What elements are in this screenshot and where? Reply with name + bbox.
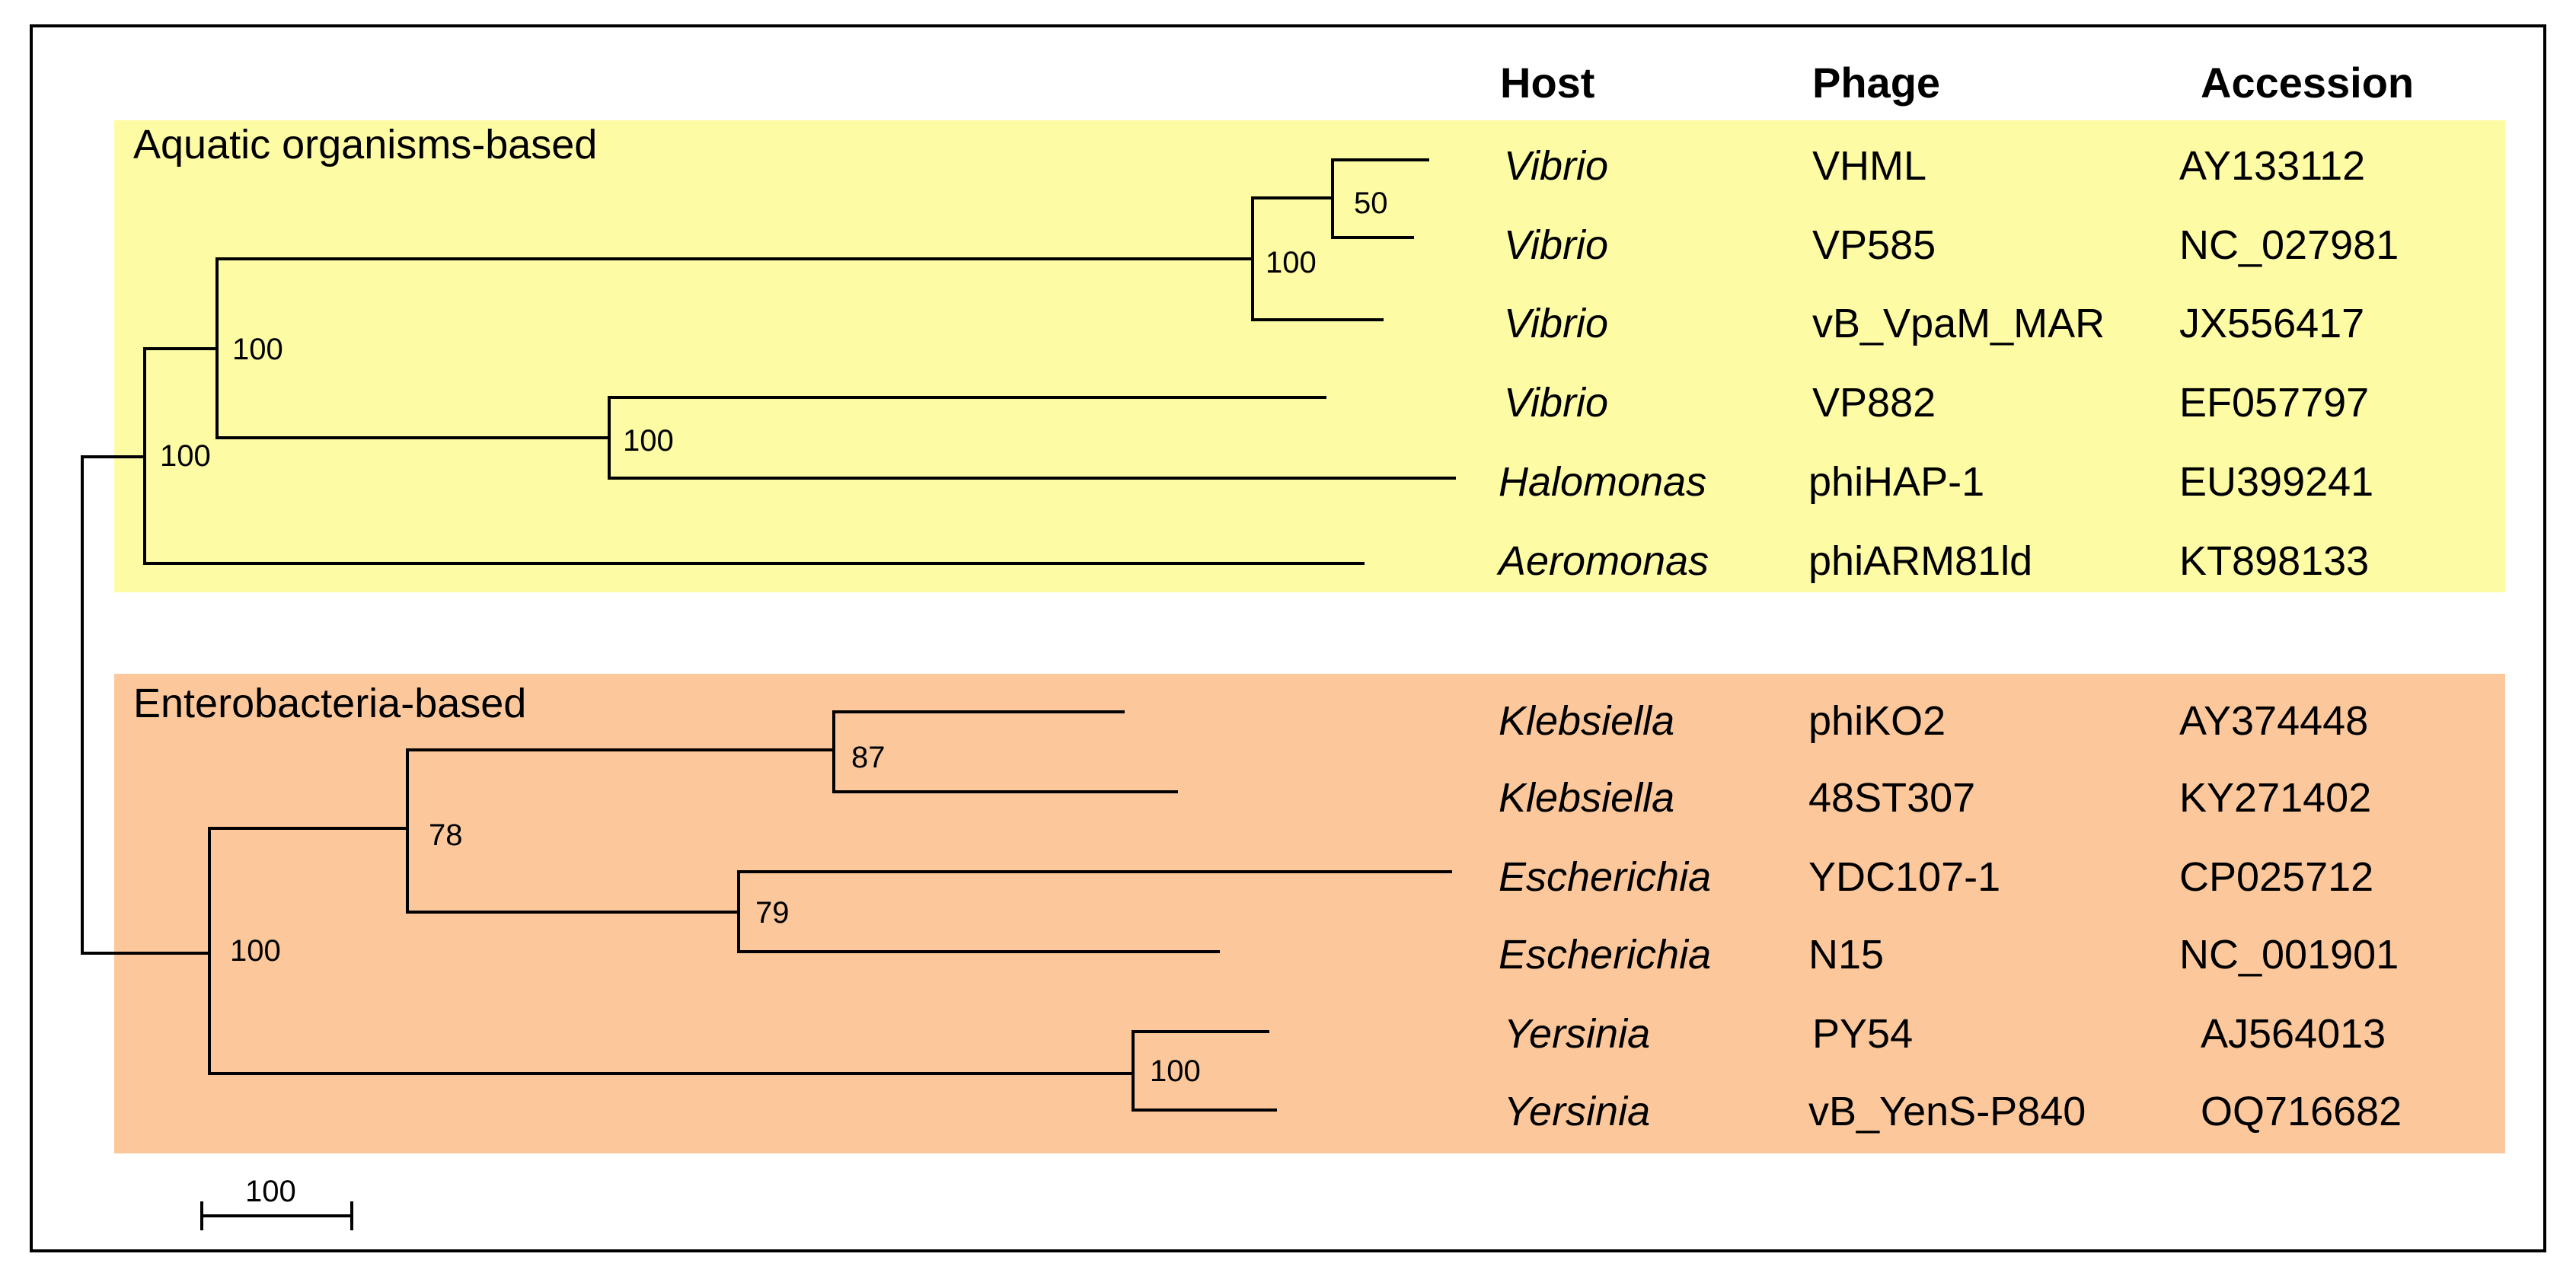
bootstrap-value: 100 [160,439,211,473]
accession-number: NC_027981 [2179,222,2399,268]
root-branch [81,455,211,955]
phage-name: phiHAP-1 [1808,459,1984,505]
host-name: Yersinia [1504,1011,1650,1057]
phage-name: PY54 [1812,1011,1913,1057]
vibrio-three-node [1251,196,1384,321]
table-row: Escherichia YDC107-1 CP025712 [1499,854,2373,900]
accession-number: AJ564013 [2201,1011,2386,1057]
phage-name: VP585 [1812,222,1936,268]
table-row: Yersinia vB_YenS-P840 OQ716682 [1504,1089,2402,1134]
bootstrap-value: 100 [1266,246,1317,279]
host-name: Klebsiella [1499,698,1674,744]
phage-name: vB_YenS-P840 [1808,1089,2086,1134]
bootstrap-value: 78 [429,818,463,852]
bootstrap-value: 79 [755,896,790,930]
table-row: Vibrio vB_VpaM_MAR JX556417 [1504,301,2364,346]
host-name: Aeromonas [1496,538,1709,584]
table-row: Escherichia N15 NC_001901 [1499,932,2399,978]
accession-number: NC_001901 [2179,932,2399,978]
phage-name: phiKO2 [1808,698,1946,744]
phage-name: N15 [1808,932,1884,978]
tree-branches [81,158,1456,1112]
scale-bar: 100 [200,1175,353,1230]
bootstrap-value: 87 [851,741,886,774]
phage-name: 48ST307 [1808,775,1975,821]
table-row: Klebsiella 48ST307 KY271402 [1499,775,2371,821]
bootstrap-value: 50 [1354,187,1388,220]
accession-column-header: Accession [2201,59,2414,107]
host-name: Halomonas [1499,459,1706,505]
accession-number: AY133112 [2179,143,2365,189]
enterobacteria-group-label: Enterobacteria-based [133,681,526,726]
host-name: Vibrio [1504,222,1608,268]
host-name: Vibrio [1504,380,1608,426]
host-name: Escherichia [1499,854,1711,900]
host-name: Vibrio [1504,143,1608,189]
table-row: Aeromonas phiARM81ld KT898133 [1496,538,2369,584]
host-name: Escherichia [1499,932,1711,978]
phage-column-header: Phage [1812,59,1940,107]
table-row: Vibrio VP882 EF057797 [1504,380,2369,426]
aquatic-group-background [114,120,2505,592]
accession-number: KT898133 [2179,538,2369,584]
host-name: Vibrio [1504,301,1608,346]
accession-number: AY374448 [2179,698,2368,744]
aquatic-group-label: Aquatic organisms-based [133,122,597,167]
table-row: Vibrio VP585 NC_027981 [1504,222,2399,268]
bootstrap-value: 100 [232,333,283,366]
phage-name: YDC107-1 [1808,854,2000,900]
accession-number: JX556417 [2179,301,2364,346]
phage-name: VP882 [1812,380,1936,426]
host-name: Yersinia [1504,1089,1650,1134]
accession-number: KY271402 [2179,775,2371,821]
bootstrap-value: 100 [230,934,281,968]
table-row: Klebsiella phiKO2 AY374448 [1499,698,2368,744]
phage-name: vB_VpaM_MAR [1812,301,2105,346]
accession-number: EF057797 [2179,380,2369,426]
table-row: Yersinia PY54 AJ564013 [1504,1011,2386,1057]
aquatic-clade-branch [143,347,1365,565]
phage-name: VHML [1812,143,1926,189]
bootstrap-value: 100 [623,424,674,458]
table-row: Halomonas phiHAP-1 EU399241 [1499,459,2373,505]
scale-bar-label: 100 [245,1175,296,1208]
host-column-header: Host [1500,59,1594,107]
accession-number: EU399241 [2179,459,2373,505]
host-name: Klebsiella [1499,775,1674,821]
phage-name: phiARM81ld [1808,538,2032,584]
accession-number: CP025712 [2179,854,2373,900]
table-row: Vibrio VHML AY133112 [1504,143,2365,189]
bootstrap-value: 100 [1150,1054,1201,1088]
accession-number: OQ716682 [2201,1089,2402,1134]
